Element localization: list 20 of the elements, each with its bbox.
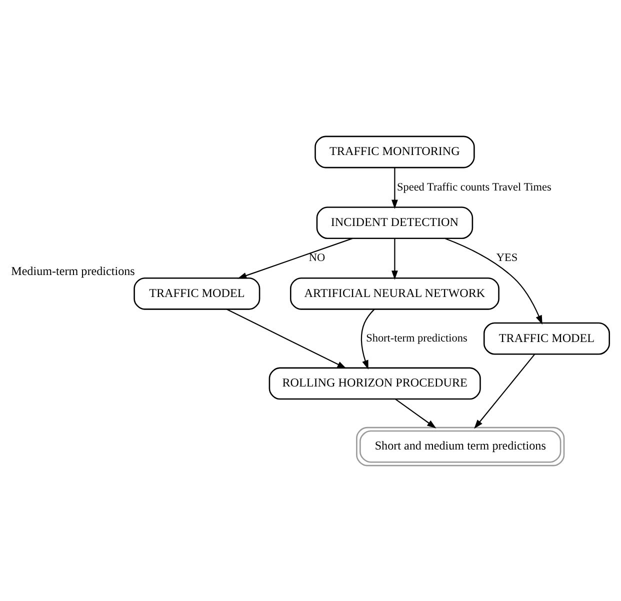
node-box: ROLLING HORIZON PROCEDURE — [268, 366, 481, 400]
edge-label: NO — [308, 252, 326, 264]
edge-label: YES — [496, 252, 518, 264]
arrow — [392, 167, 398, 208]
edge-label: Speed Traffic counts Travel Times — [396, 180, 552, 193]
arrow — [444, 237, 542, 324]
node-box: TRAFFIC MODEL — [134, 276, 260, 310]
node-label: Medium-term predictions — [11, 263, 135, 278]
node-box: INCIDENT DETECTION — [316, 206, 474, 239]
node-box: ARTIFICIAL NEURAL NETWORK — [290, 276, 500, 310]
node-box: Short and medium term predictions — [356, 426, 565, 466]
arrow — [395, 398, 436, 428]
edge-label: Short-term predictions — [366, 332, 468, 344]
arrow — [226, 308, 346, 368]
arrow — [474, 353, 536, 428]
arrow — [392, 238, 398, 280]
arrow — [237, 237, 353, 278]
node-box: TRAFFIC MONITORING — [314, 135, 475, 168]
arrow — [360, 308, 375, 369]
node-box: TRAFFIC MODEL — [483, 322, 610, 354]
